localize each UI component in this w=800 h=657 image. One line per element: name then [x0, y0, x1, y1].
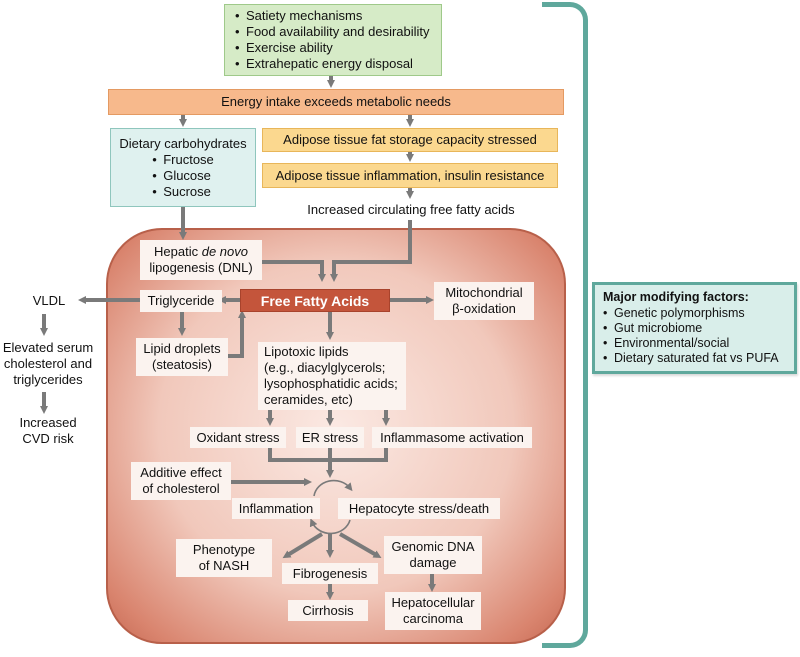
adipose-inflammation-box: Adipose tissue inflammation, insulin res… — [262, 163, 558, 188]
elevated-serum: Elevated serum cholesterol and triglycer… — [0, 338, 96, 390]
top-factor-item: Satiety mechanisms — [235, 8, 430, 24]
dnl-line1: Hepatic de novo — [154, 244, 248, 259]
lipid-droplets-line1: Lipid droplets — [143, 341, 221, 356]
adipose-inflammation-label: Adipose tissue inflammation, insulin res… — [275, 167, 545, 183]
elevated-serum-line1: Elevated serum — [2, 340, 94, 355]
mito-line1: Mitochondrial — [445, 285, 523, 300]
cirrhosis-box: Cirrhosis — [288, 600, 368, 621]
cirrhosis-label: Cirrhosis — [302, 602, 354, 618]
lipotoxic-box: Lipotoxic lipids (e.g., diacylglycerols;… — [258, 342, 406, 410]
oxidant-stress-box: Oxidant stress — [190, 427, 286, 448]
lipotoxic-line3: lysophosphatidic acids; — [264, 376, 398, 391]
top-factor-item: Extrahepatic energy disposal — [235, 56, 430, 72]
phenotype-line1: Phenotype — [192, 542, 256, 557]
dietary-carbs-title: Dietary carbohydrates — [119, 135, 247, 151]
lipotoxic-line4: ceramides, etc) — [264, 392, 353, 407]
lipotoxic-line2: (e.g., diacylglycerols; — [264, 360, 386, 375]
top-factors-list: Satiety mechanisms Food availability and… — [235, 8, 430, 72]
hcc-line2: carcinoma — [403, 611, 463, 626]
elevated-serum-line3: triglycerides — [13, 372, 83, 387]
fibrogenesis-box: Fibrogenesis — [282, 563, 378, 584]
cholesterol-box: Additive effect of cholesterol — [131, 462, 231, 500]
energy-intake-label: Energy intake exceeds metabolic needs — [221, 94, 451, 109]
inflammation-label: Inflammation — [238, 500, 314, 516]
top-factor-item: Food availability and desirability — [235, 24, 430, 40]
dnl-line2: lipogenesis (DNL) — [149, 260, 253, 275]
hepatocyte-label: Hepatocyte stress/death — [348, 500, 490, 516]
dietary-carbs-item: Fructose — [152, 152, 214, 168]
genomic-line1: Genomic DNA — [391, 539, 475, 554]
elevated-serum-line2: cholesterol and — [3, 356, 93, 371]
fibrogenesis-label: Fibrogenesis — [292, 565, 368, 581]
phenotype-line2: of NASH — [198, 558, 250, 573]
adipose-stressed-label: Adipose tissue fat storage capacity stre… — [283, 132, 537, 147]
modifying-factors-box: Major modifying factors: Genetic polymor… — [592, 282, 797, 374]
phenotype-box: Phenotype of NASH — [176, 539, 272, 577]
oxidant-stress-label: Oxidant stress — [196, 429, 280, 445]
modifying-bracket — [542, 2, 588, 648]
lipid-droplets-box: Lipid droplets (steatosis) — [136, 338, 228, 376]
hcc-line1: Hepatocellular — [391, 595, 475, 610]
ffa-box: Free Fatty Acids — [240, 289, 390, 312]
lipotoxic-line1: Lipotoxic lipids — [264, 344, 349, 359]
vldl-label: VLDL — [32, 293, 66, 308]
inflammation-box: Inflammation — [232, 498, 320, 519]
modifying-factor-item: Gut microbiome — [603, 321, 786, 336]
mito-line2: β-oxidation — [452, 301, 516, 316]
adipose-stressed-box: Adipose tissue fat storage capacity stre… — [262, 128, 558, 152]
er-stress-label: ER stress — [301, 429, 359, 445]
modifying-factors-list: Genetic polymorphisms Gut microbiome Env… — [603, 306, 786, 366]
modifying-factors-title: Major modifying factors: — [603, 290, 749, 304]
triglyceride-box: Triglyceride — [140, 290, 222, 312]
lipid-droplets-line2: (steatosis) — [152, 357, 212, 372]
cvd-line2: CVD risk — [22, 431, 74, 446]
ffa-label: Free Fatty Acids — [260, 292, 370, 309]
top-factors-box: Satiety mechanisms Food availability and… — [224, 4, 442, 76]
dietary-carbs-list: Fructose Glucose Sucrose — [152, 152, 214, 200]
inflammasome-box: Inflammasome activation — [372, 427, 532, 448]
circulating-ffa: Increased circulating free fatty acids — [296, 199, 526, 220]
top-factor-item: Exercise ability — [235, 40, 430, 56]
cholesterol-line2: of cholesterol — [142, 481, 220, 496]
mito-box: Mitochondrial β-oxidation — [434, 282, 534, 320]
dietary-carbs-item: Glucose — [152, 168, 214, 184]
modifying-factor-item: Dietary saturated fat vs PUFA — [603, 351, 786, 366]
energy-intake-bar: Energy intake exceeds metabolic needs — [108, 89, 564, 115]
cvd-line1: Increased — [19, 415, 77, 430]
inflammasome-label: Inflammasome activation — [380, 429, 524, 445]
hepatocyte-box: Hepatocyte stress/death — [338, 498, 500, 519]
modifying-factor-item: Environmental/social — [603, 336, 786, 351]
dietary-carbs-box: Dietary carbohydrates Fructose Glucose S… — [110, 128, 256, 207]
genomic-box: Genomic DNA damage — [384, 536, 482, 574]
modifying-factor-item: Genetic polymorphisms — [603, 306, 786, 321]
cvd-risk: Increased CVD risk — [10, 414, 86, 448]
cholesterol-line1: Additive effect — [140, 465, 222, 480]
er-stress-box: ER stress — [296, 427, 364, 448]
genomic-line2: damage — [409, 555, 457, 570]
dietary-carbs-item: Sucrose — [152, 184, 214, 200]
circulating-ffa-label: Increased circulating free fatty acids — [307, 201, 515, 217]
hcc-box: Hepatocellular carcinoma — [385, 592, 481, 630]
dnl-box: Hepatic de novo lipogenesis (DNL) — [140, 240, 262, 280]
triglyceride-label: Triglyceride — [147, 293, 215, 308]
